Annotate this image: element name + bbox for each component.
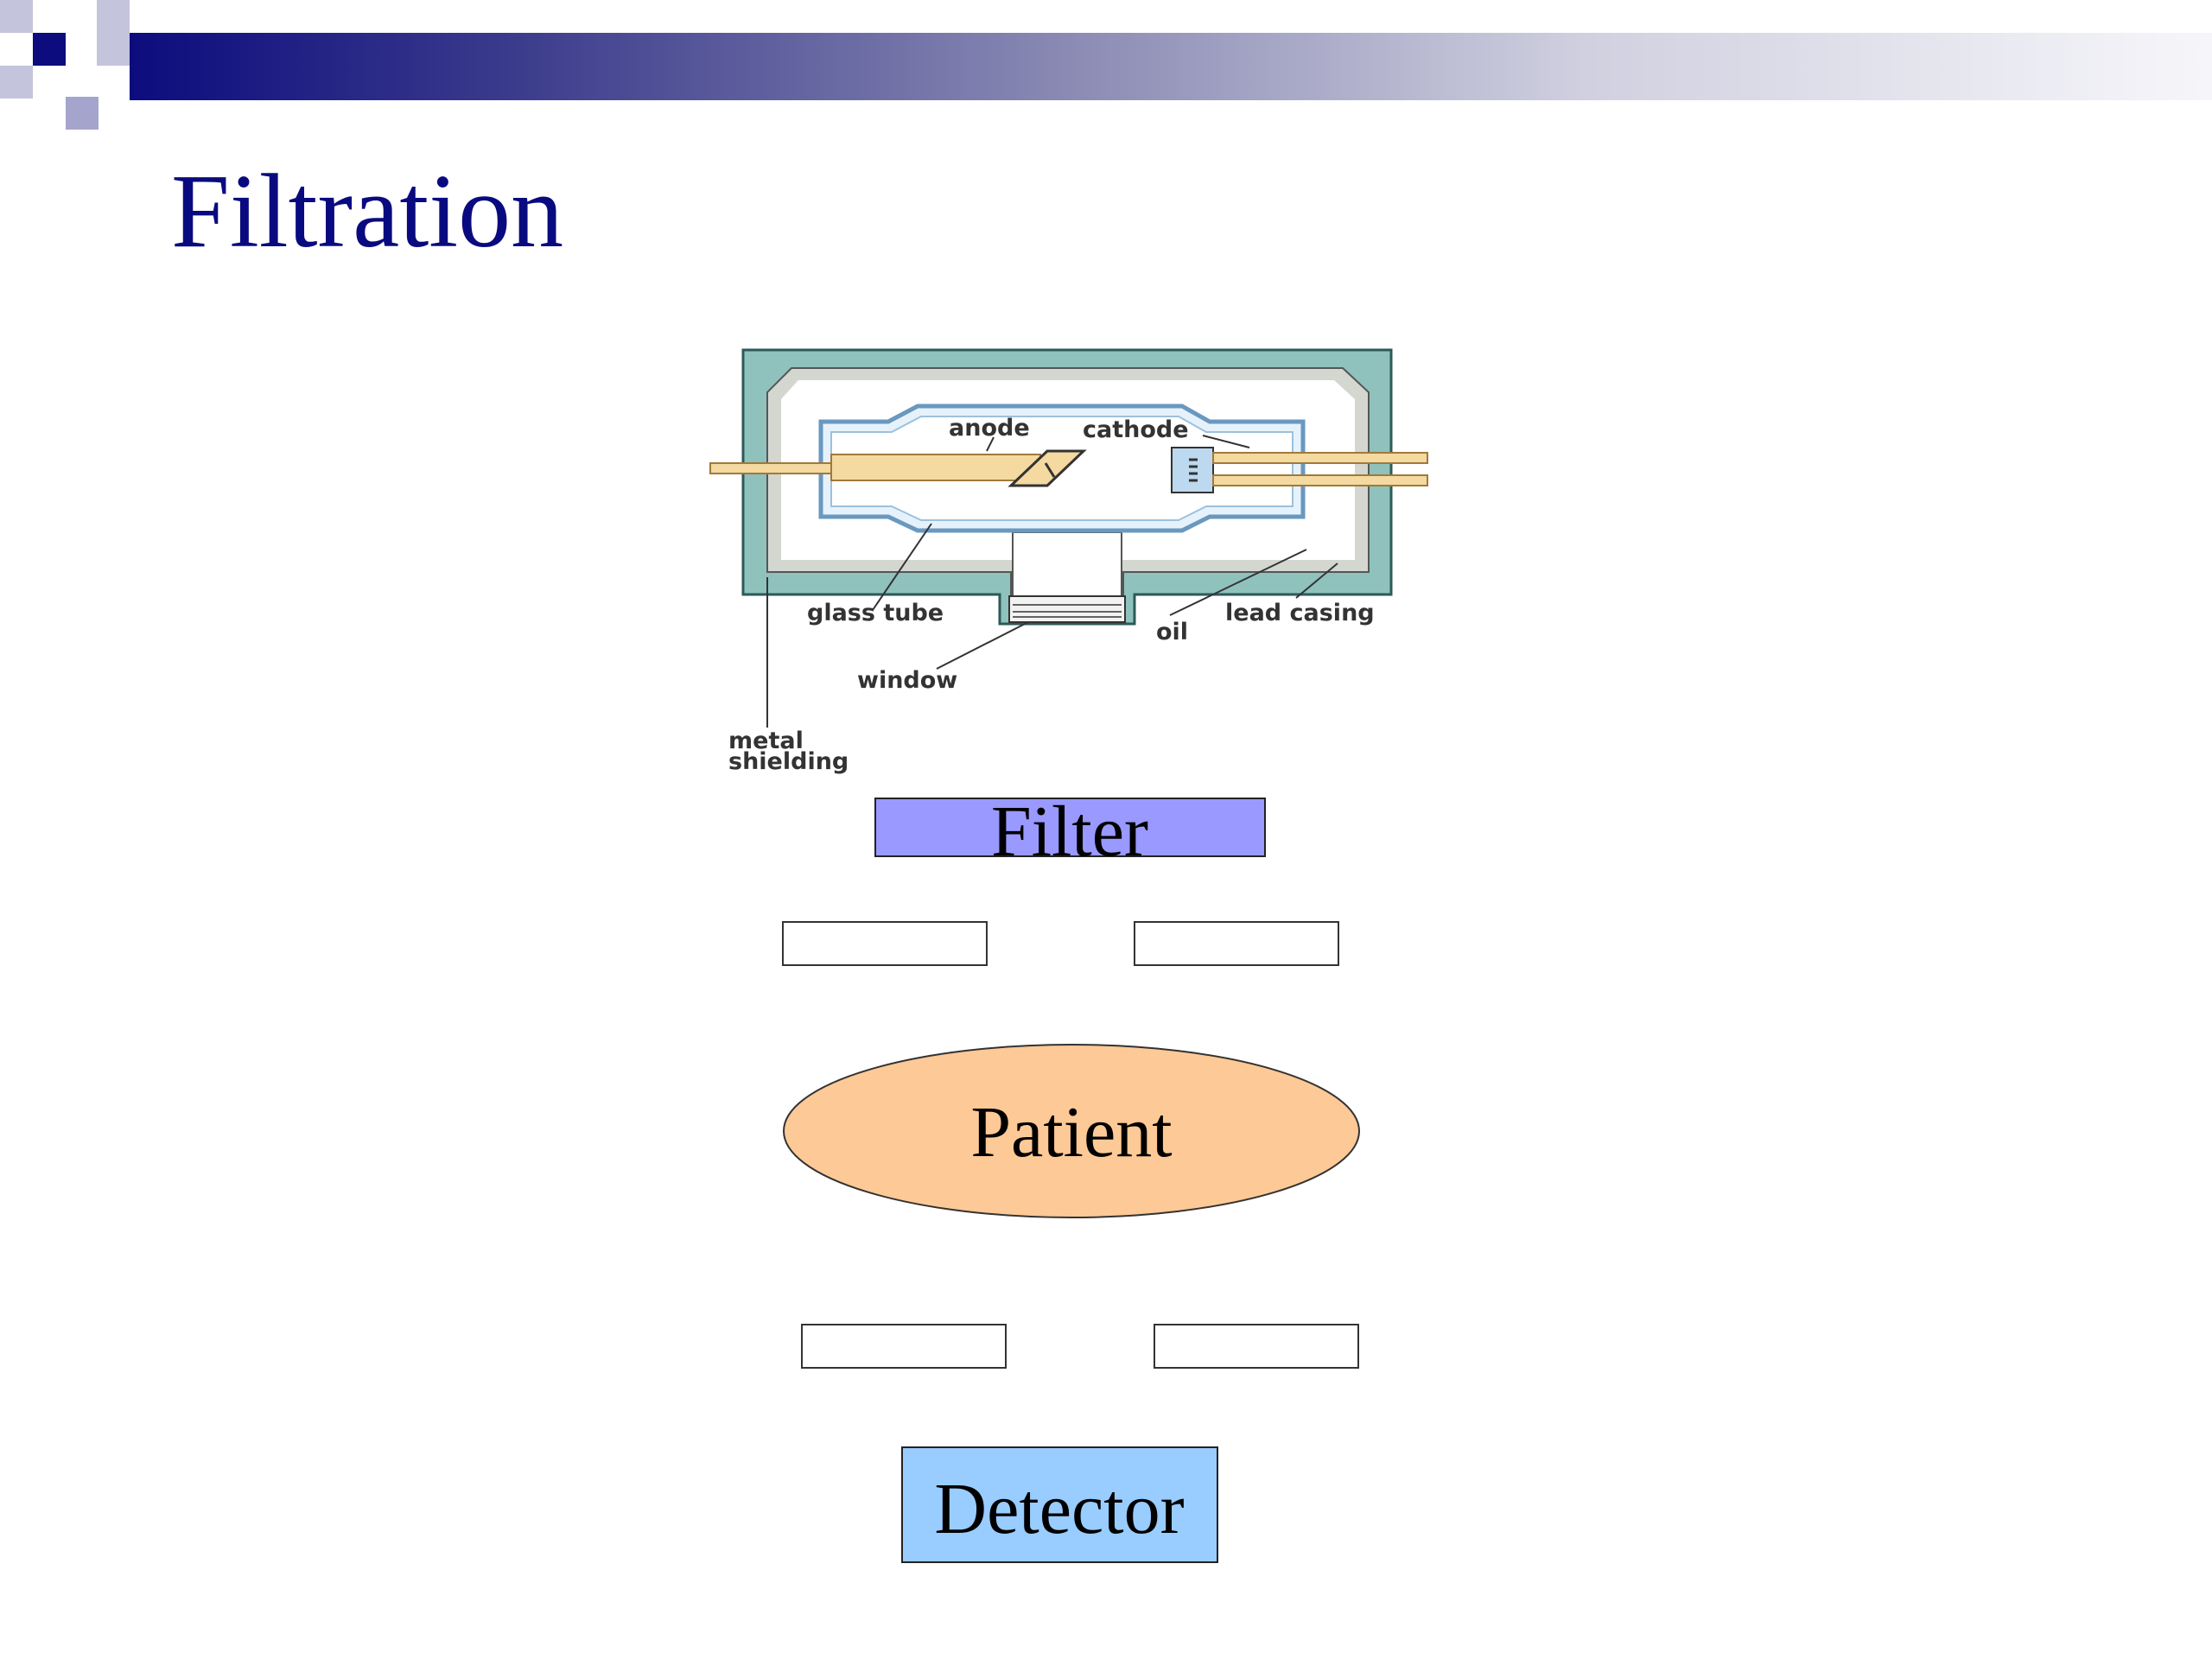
patient-ellipse: Patient	[783, 1044, 1360, 1218]
xray-tube-illustration: anode cathode glass tube lead casing oil…	[709, 348, 1428, 775]
label-shielding: shielding	[728, 748, 849, 775]
window	[1008, 595, 1126, 623]
cathode-filament	[1189, 458, 1198, 482]
label-metal: metal	[728, 728, 804, 754]
header-square-light-2	[97, 0, 130, 33]
collimator-lower-left	[801, 1324, 1007, 1369]
label-cathode: cathode	[1083, 416, 1189, 443]
header-square-light-3	[97, 33, 130, 66]
detector-box: Detector	[901, 1446, 1218, 1563]
label-lead-casing: lead casing	[1225, 600, 1375, 626]
window-column	[1012, 531, 1122, 607]
anode-rod	[830, 454, 1041, 481]
label-oil: oil	[1156, 619, 1188, 645]
collimator-upper-left	[782, 921, 988, 966]
header-square-mid	[66, 97, 99, 130]
collimator-lower-right	[1154, 1324, 1359, 1369]
header-square-light-4	[0, 66, 33, 99]
anode-rod-outer	[709, 462, 832, 474]
cathode-rod-bottom	[1212, 474, 1428, 486]
slide-title: Filtration	[171, 153, 564, 270]
cathode-housing	[1171, 447, 1214, 493]
filter-box: Filter	[874, 791, 1266, 872]
label-anode: anode	[949, 415, 1030, 442]
patient-label: Patient	[970, 1092, 1172, 1173]
header-gradient-bar	[130, 33, 2212, 100]
header-square-light-1	[0, 0, 33, 33]
filter-label: Filter	[991, 791, 1148, 872]
header-square-dark	[33, 33, 66, 66]
detector-label: Detector	[934, 1469, 1184, 1549]
label-window: window	[857, 667, 957, 694]
cathode-rod-top	[1212, 452, 1428, 464]
label-glass-tube: glass tube	[807, 600, 944, 626]
collimator-upper-right	[1134, 921, 1339, 966]
